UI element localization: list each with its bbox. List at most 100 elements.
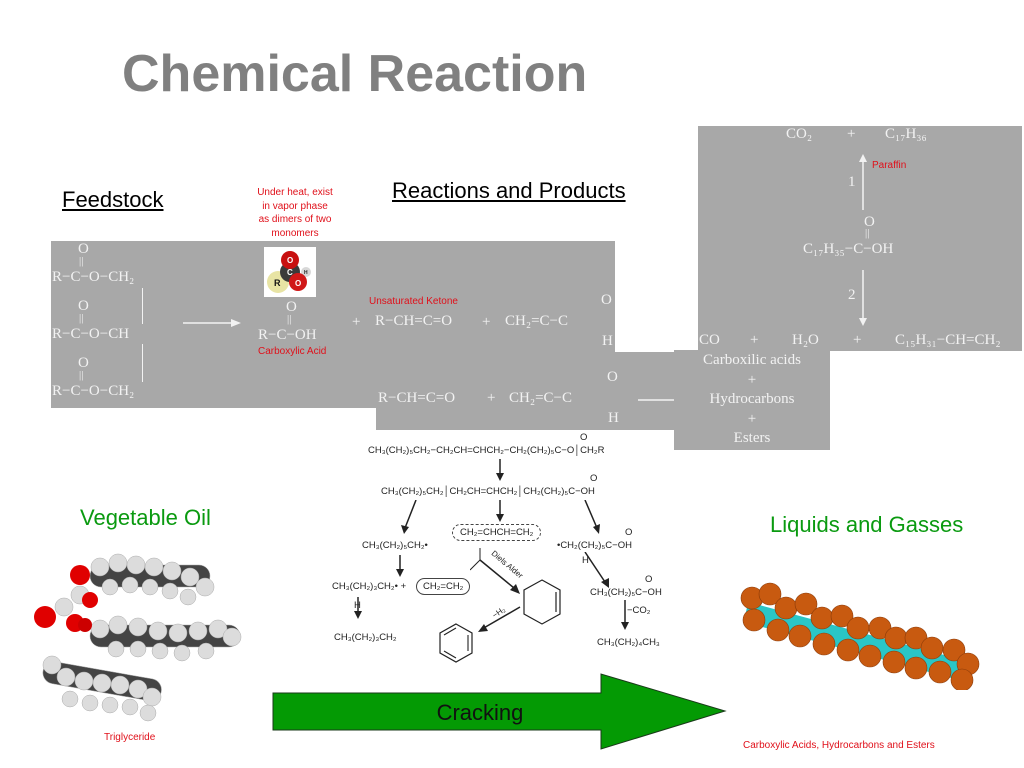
diels-alder-arrow-icon xyxy=(470,548,520,594)
carbonyl-o-3: O xyxy=(78,355,89,371)
aldehyde-o: O xyxy=(601,292,612,308)
scheme-hexane-product: CH₃(CH₂)₄CH₃ xyxy=(597,637,660,648)
scheme-acid-radical: •CH₂(CH₂)₅C−OH xyxy=(557,540,632,551)
water-formula: H₂O xyxy=(792,332,819,348)
paraffin-label: Paraffin xyxy=(872,160,907,171)
alkene-formula: C₁₅H₃₁−CH=CH₂ xyxy=(895,332,1001,348)
acid-double-bond: || xyxy=(287,313,292,325)
plus-sign: + xyxy=(853,332,862,348)
dehydrogenation-arrow-icon xyxy=(478,606,521,632)
plus-sign: + xyxy=(750,332,759,348)
left-arrow-icon xyxy=(401,500,417,534)
scheme-o: O xyxy=(625,527,633,538)
plus-sign: + xyxy=(847,126,856,142)
path1-arrow-icon xyxy=(859,154,867,210)
co2-formula: CO₂ xyxy=(786,126,813,142)
product-line: Esters xyxy=(733,430,771,446)
path2-arrow-icon xyxy=(859,270,867,326)
h-atom-label: H xyxy=(304,270,308,276)
down-arrow-icon xyxy=(621,600,629,630)
product-line: + xyxy=(747,410,757,427)
triglyceride-molecule-icon xyxy=(34,553,242,722)
stearic-double-bond: || xyxy=(865,227,870,239)
down-arrow-icon xyxy=(354,597,362,619)
aldehyde-h: H xyxy=(602,333,613,349)
slide-title: Chemical Reaction xyxy=(122,45,588,103)
ester-row-1: R−C−O−CH₂ xyxy=(52,269,135,285)
scheme-pentyl-radical: CH₃(CH₂)₃CH₂• + xyxy=(332,581,407,592)
benzene-icon xyxy=(439,623,473,663)
scheme-o: O xyxy=(645,574,653,585)
scheme-cleavage-chain: CH₃(CH₂)₅CH₂│CH₂CH=CHCH₂│CH₂(CH₂)₅C−OH xyxy=(381,486,595,497)
plus-sign: + xyxy=(487,390,496,406)
ester-row-3: R−C−O−CH₂ xyxy=(52,383,135,399)
vapor-phase-note: Under heat, exist in vapor phase as dime… xyxy=(240,186,350,240)
carbonyl-o-1: O xyxy=(78,241,89,257)
acid-carbonyl-o: O xyxy=(286,299,297,315)
note-line: as dimers of two xyxy=(258,214,332,225)
products-list: Carboxilic acids + Hydrocarbons + Esters xyxy=(674,351,830,449)
products-panel: Carboxilic acids + Hydrocarbons + Esters xyxy=(674,350,830,450)
r-atom-label: R xyxy=(274,278,281,288)
aldehyde-formula-2: CH₂=C−C xyxy=(509,390,572,406)
scheme-heptyl-radical: CH₃(CH₂)₅CH₂• xyxy=(362,540,428,551)
scheme-h-label: H xyxy=(582,555,589,566)
ketone-formula: R−CH=C=O xyxy=(375,313,453,329)
stearic-acid-formula: C₁₇H₃₅−C−OH xyxy=(803,241,894,257)
double-bond-3: || xyxy=(79,369,84,381)
scheme-butadiene: CH₂=CHCH=CH₂ xyxy=(452,524,542,541)
down-arrow-icon xyxy=(396,555,404,577)
reactions-heading: Reactions and Products xyxy=(392,178,626,203)
product-line: + xyxy=(747,371,757,388)
scheme-pentane-product: CH₃(CH₂)₃CH₂ xyxy=(334,632,397,643)
ketone-aldehyde-panel xyxy=(376,352,676,430)
co-formula: CO xyxy=(699,332,720,348)
right-arrow-icon xyxy=(584,500,600,534)
paraffin-panel xyxy=(698,126,1022,351)
double-bond-1: || xyxy=(79,255,84,267)
path-2-label: 2 xyxy=(848,287,856,303)
glycerol-bond-1 xyxy=(142,288,143,324)
glycerol-bond-2 xyxy=(142,344,143,382)
aldehyde-formula: CH₂=C−C xyxy=(505,313,568,329)
scheme-o: O xyxy=(580,432,588,443)
ketone-formula-2: R−CH=C=O xyxy=(378,390,456,406)
vegetable-oil-label: Vegetable Oil xyxy=(80,505,211,530)
aldehyde-h-2: H xyxy=(608,410,619,426)
cracking-arrow-icon xyxy=(272,673,727,750)
product-line: Hydrocarbons xyxy=(709,391,795,407)
hydrocarbon-chain-molecule-icon xyxy=(740,582,980,690)
products-caption: Carboxylic Acids, Hydrocarbons and Ester… xyxy=(743,740,935,751)
h-arrow-icon xyxy=(584,552,609,588)
path-1-label: 1 xyxy=(848,174,856,190)
scheme-ethylene: CH₂=CH₂ xyxy=(416,578,471,595)
carbonyl-o-2: O xyxy=(78,298,89,314)
minus-co2-label: −CO₂ xyxy=(627,605,651,616)
aldehyde-o-2: O xyxy=(607,369,618,385)
liquids-gasses-label: Liquids and Gasses xyxy=(770,512,964,537)
c-atom-label: C xyxy=(287,268,293,277)
scheme-heptanoic-acid: CH₃(CH₂)₅C−OH xyxy=(590,587,662,598)
feedstock-heading: Feedstock xyxy=(62,187,164,212)
note-line: Under heat, exist xyxy=(257,187,333,198)
o-atom-label: O xyxy=(287,256,293,265)
carboxylic-acid-formula: R−C−OH xyxy=(258,327,317,343)
ester-row-2: R−C−O−CH xyxy=(52,326,130,342)
note-line: monomers xyxy=(271,227,319,239)
unsaturated-ketone-label: Unsaturated Ketone xyxy=(369,296,458,307)
paraffin-formula: C₁₇H₃₆ xyxy=(885,126,927,142)
carboxylic-acid-label: Carboxylic Acid xyxy=(258,346,327,357)
reaction-arrow-icon xyxy=(183,319,241,327)
cracking-label: Cracking xyxy=(436,700,524,725)
product-line: Carboxilic acids xyxy=(703,352,801,368)
o-atom-label: O xyxy=(295,279,301,288)
scheme-o: O xyxy=(590,473,598,484)
carboxylic-acid-molecule-icon: R C O O H xyxy=(264,247,316,297)
plus-sign: + xyxy=(352,314,361,330)
stearic-acid-o: O xyxy=(864,214,875,230)
plus-sign: + xyxy=(482,314,491,330)
scheme-h-label: H xyxy=(354,600,361,611)
cyclohexene-icon xyxy=(523,579,561,625)
down-arrow-icon xyxy=(496,500,504,522)
scheme-triglyceride-chain: CH₃(CH₂)₅CH₂−CH₂CH=CHCH₂−CH₂(CH₂)₅C−O│CH… xyxy=(368,445,605,456)
